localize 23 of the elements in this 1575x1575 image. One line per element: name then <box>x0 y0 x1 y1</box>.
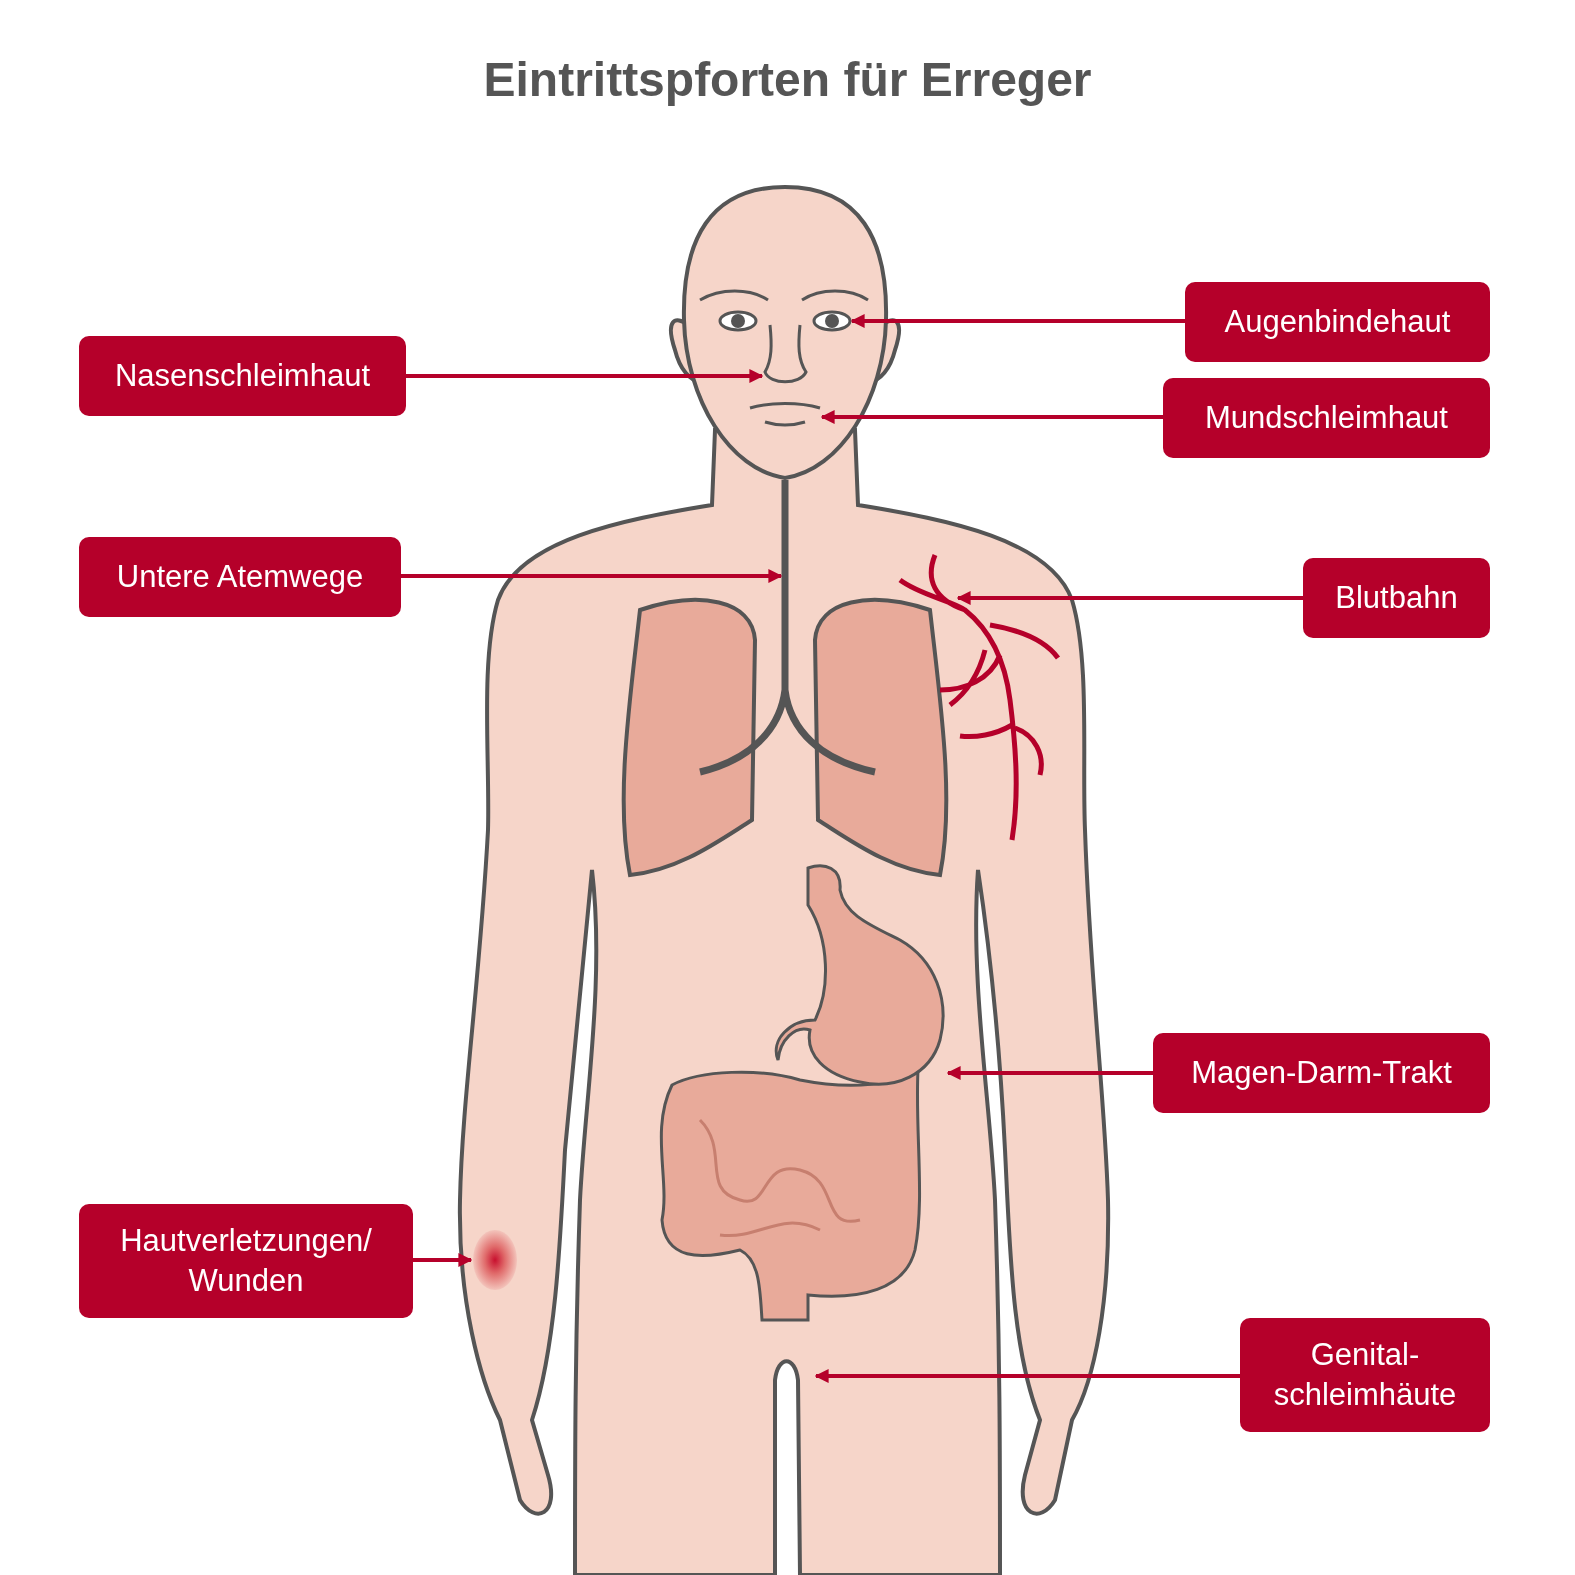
arrow <box>401 569 783 583</box>
arrow <box>956 591 1303 605</box>
arrow <box>820 410 1163 424</box>
arrow <box>850 314 1185 328</box>
arrow <box>413 1253 473 1267</box>
arrow <box>814 1369 1240 1383</box>
title: Eintrittspforten für Erreger <box>482 52 1093 107</box>
label-text: Augenbindehaut <box>1224 303 1451 341</box>
wound-spot <box>473 1230 517 1290</box>
eye <box>812 310 852 332</box>
mouth <box>748 402 822 427</box>
label-text: Untere Atemwege <box>116 558 364 596</box>
label-text: Mundschleimhaut <box>1205 399 1448 437</box>
digestive-tract-drawing <box>659 864 945 1322</box>
arrow <box>946 1066 1153 1080</box>
blood-vessel-drawing <box>897 552 1061 843</box>
nose <box>763 324 808 384</box>
label-text: Magen-Darm-Trakt <box>1191 1054 1452 1092</box>
label-text: Hautverletzungen/ Wunden <box>119 1222 373 1300</box>
label-text: Genital- schleimhäute <box>1272 1336 1458 1414</box>
label-text: Blutbahn <box>1335 579 1458 617</box>
arrow <box>406 369 764 383</box>
label-text: Nasenschleimhaut <box>115 357 370 395</box>
